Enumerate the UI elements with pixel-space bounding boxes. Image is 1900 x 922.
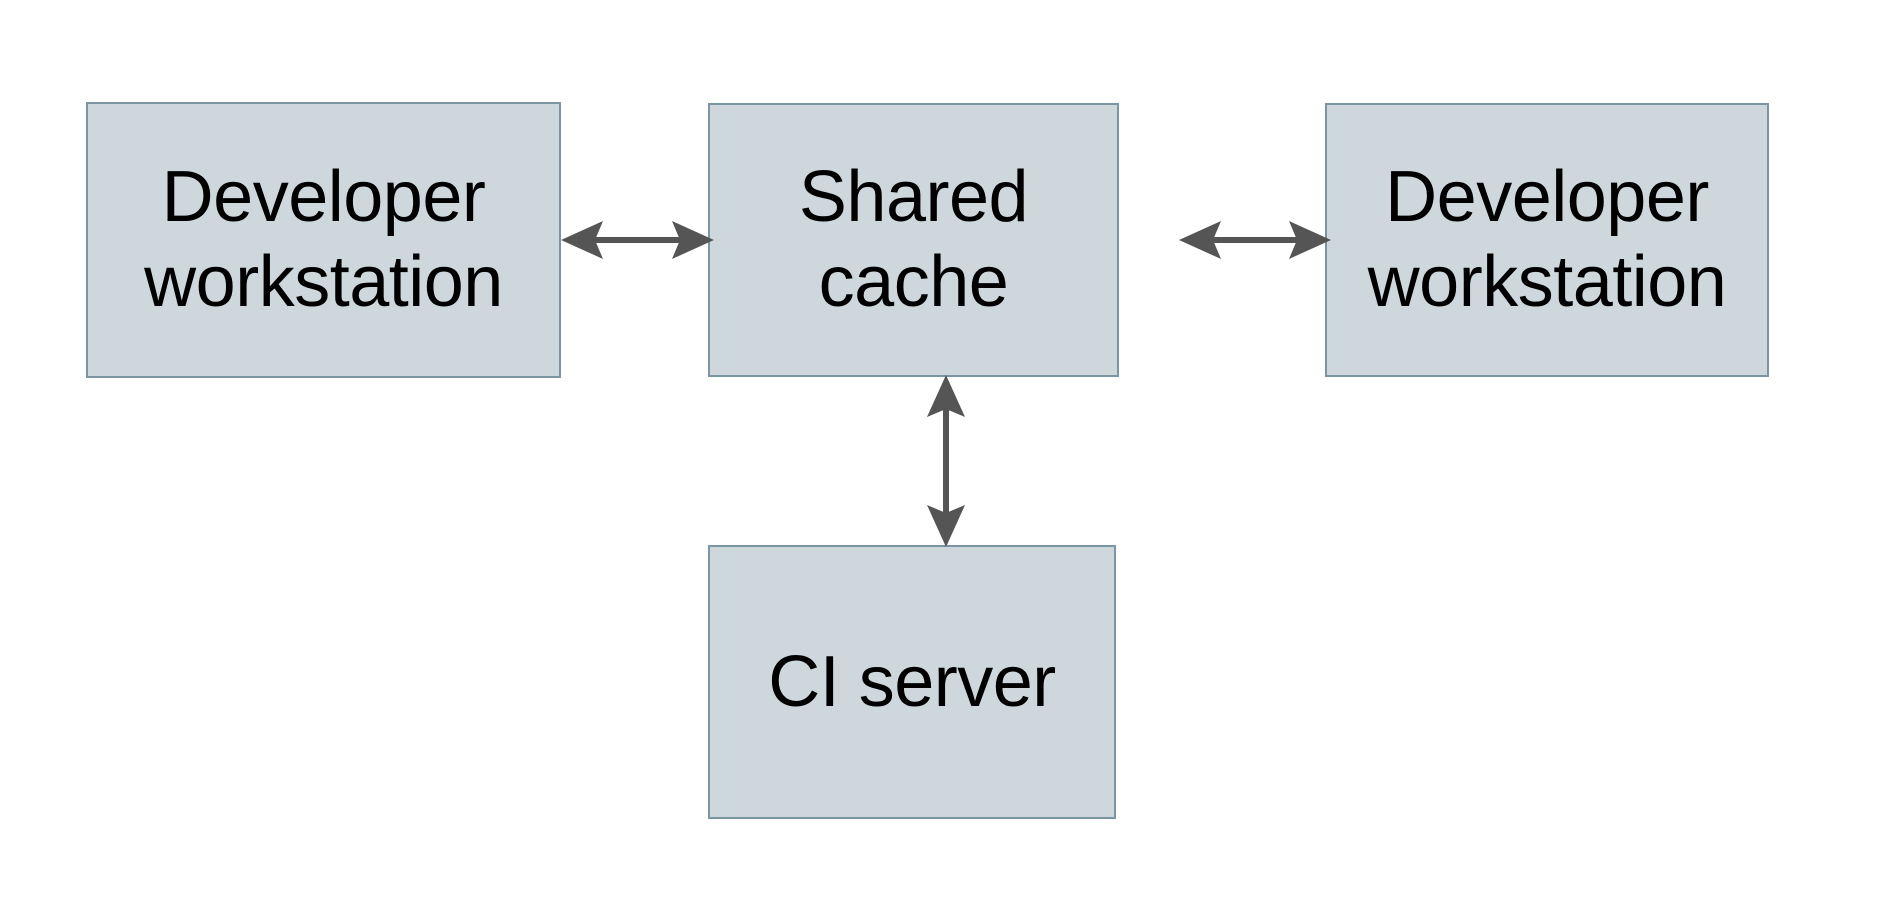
double-arrow-horizontal-icon xyxy=(561,221,714,259)
node-label-ci-server: CI server xyxy=(768,641,1056,722)
edge-shared-cache-to-ci-server[interactable] xyxy=(918,370,974,552)
node-ci-server[interactable]: CI server xyxy=(708,545,1116,819)
double-arrow-horizontal-icon xyxy=(1179,221,1331,259)
node-label-developer-workstation-left: Developer workstation xyxy=(144,157,503,322)
double-arrow-vertical-icon xyxy=(927,375,965,547)
node-label-shared-cache: Shared cache xyxy=(798,157,1029,322)
edge-developer-left-to-shared-cache[interactable] xyxy=(555,212,720,268)
node-developer-workstation-left[interactable]: Developer workstation xyxy=(86,102,561,378)
node-shared-cache[interactable]: Shared cache xyxy=(708,103,1119,377)
node-developer-workstation-right[interactable]: Developer workstation xyxy=(1325,103,1769,377)
edge-shared-cache-to-developer-right[interactable] xyxy=(1175,212,1335,268)
node-label-developer-workstation-right: Developer workstation xyxy=(1367,157,1727,322)
